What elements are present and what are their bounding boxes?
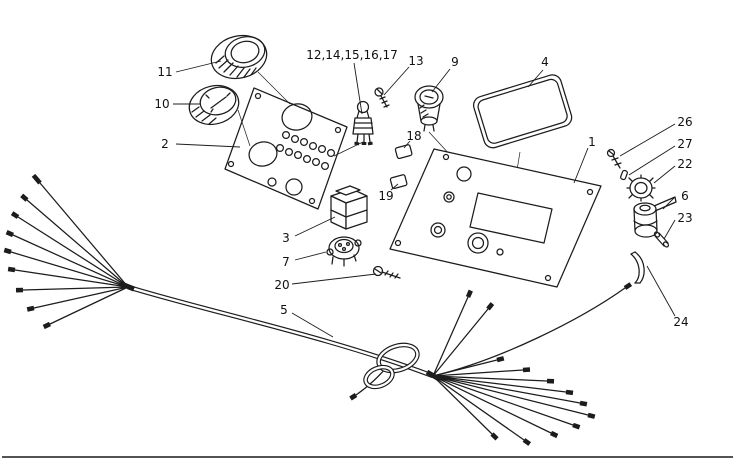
callout-label-1: 1 [588, 135, 596, 149]
callout-label-24: 24 [673, 315, 688, 329]
callout-label-11: 11 [157, 65, 172, 79]
leader-line-9 [431, 68, 451, 93]
bulb-holder-12-17 [352, 100, 374, 146]
main-panel-1 [389, 148, 602, 288]
clip-24 [630, 251, 645, 284]
leader-line-18 [403, 140, 411, 149]
pin-27 [620, 169, 628, 181]
wiring-harness [3, 173, 633, 446]
callout-label-2: 2 [161, 137, 169, 151]
callout-layer: 11 10 2 12,14,15,16,17 13 9 4 18 1 26 27 22 6 23 24 19 3… [154, 48, 693, 338]
leader-line-13 [383, 66, 410, 96]
leader-line-23 [663, 219, 676, 240]
harness-long-wire [432, 287, 626, 377]
gauge-10 [188, 84, 240, 126]
switch-lock-6 [633, 196, 677, 238]
instrument-panel-2 [224, 87, 348, 210]
screw-26 [606, 148, 622, 169]
leader-line-19 [390, 183, 399, 191]
callout-label-27: 27 [677, 137, 692, 151]
callout-label-4: 4 [541, 55, 549, 69]
callout-label-12-14-15-16-17: 12,14,15,16,17 [306, 48, 398, 62]
callout-label-13: 13 [408, 54, 423, 68]
callout-label-19: 19 [378, 189, 393, 203]
harness-right-fan [432, 296, 589, 441]
gauge-11 [210, 34, 268, 80]
leader-line-22 [653, 165, 676, 184]
leader-line-20 [291, 273, 377, 285]
callout-label-18: 18 [406, 129, 421, 143]
leader-line-24 [646, 265, 676, 317]
assembly-axis-lines [237, 71, 521, 201]
leader-line-7 [294, 251, 327, 261]
leader-line-2 [175, 143, 241, 148]
cover-plate-4 [472, 74, 573, 149]
callout-label-7: 7 [282, 255, 290, 269]
harness-left-fan [10, 182, 129, 325]
callout-label-22: 22 [677, 157, 692, 171]
callout-label-9: 9 [451, 55, 459, 69]
ignition-switch-9 [414, 85, 444, 132]
screw-20 [372, 265, 401, 279]
harness-loop-large [376, 342, 420, 374]
harness-loop-small [363, 364, 395, 390]
callout-label-3: 3 [282, 231, 290, 245]
socket-7 [326, 236, 362, 267]
harness-junction-right [425, 369, 441, 382]
relay-3 [330, 185, 368, 230]
callout-label-5: 5 [280, 303, 288, 317]
callout-label-23: 23 [677, 211, 692, 225]
leader-line-27 [628, 145, 676, 176]
harness-junction-left [123, 282, 135, 292]
bezel-nut-22 [626, 174, 656, 202]
callout-label-20: 20 [274, 278, 289, 292]
leader-line-11 [175, 60, 222, 73]
pin-23 [653, 231, 670, 248]
harness-connector-tips [3, 173, 633, 446]
leader-line-1 [573, 147, 589, 184]
callout-label-6: 6 [681, 189, 689, 203]
leader-line-3 [294, 216, 336, 237]
leader-line-26 [619, 123, 676, 157]
leader-line-6 [662, 196, 676, 210]
grommet-18 [394, 144, 413, 160]
leader-line-5 [291, 312, 334, 338]
screw-13 [374, 87, 390, 108]
callout-label-26: 26 [677, 115, 692, 129]
grommet-19 [389, 174, 408, 190]
callout-label-10: 10 [154, 97, 169, 111]
leader-line-12-14-15-16-17 [353, 62, 363, 115]
leader-line-4 [527, 69, 544, 88]
